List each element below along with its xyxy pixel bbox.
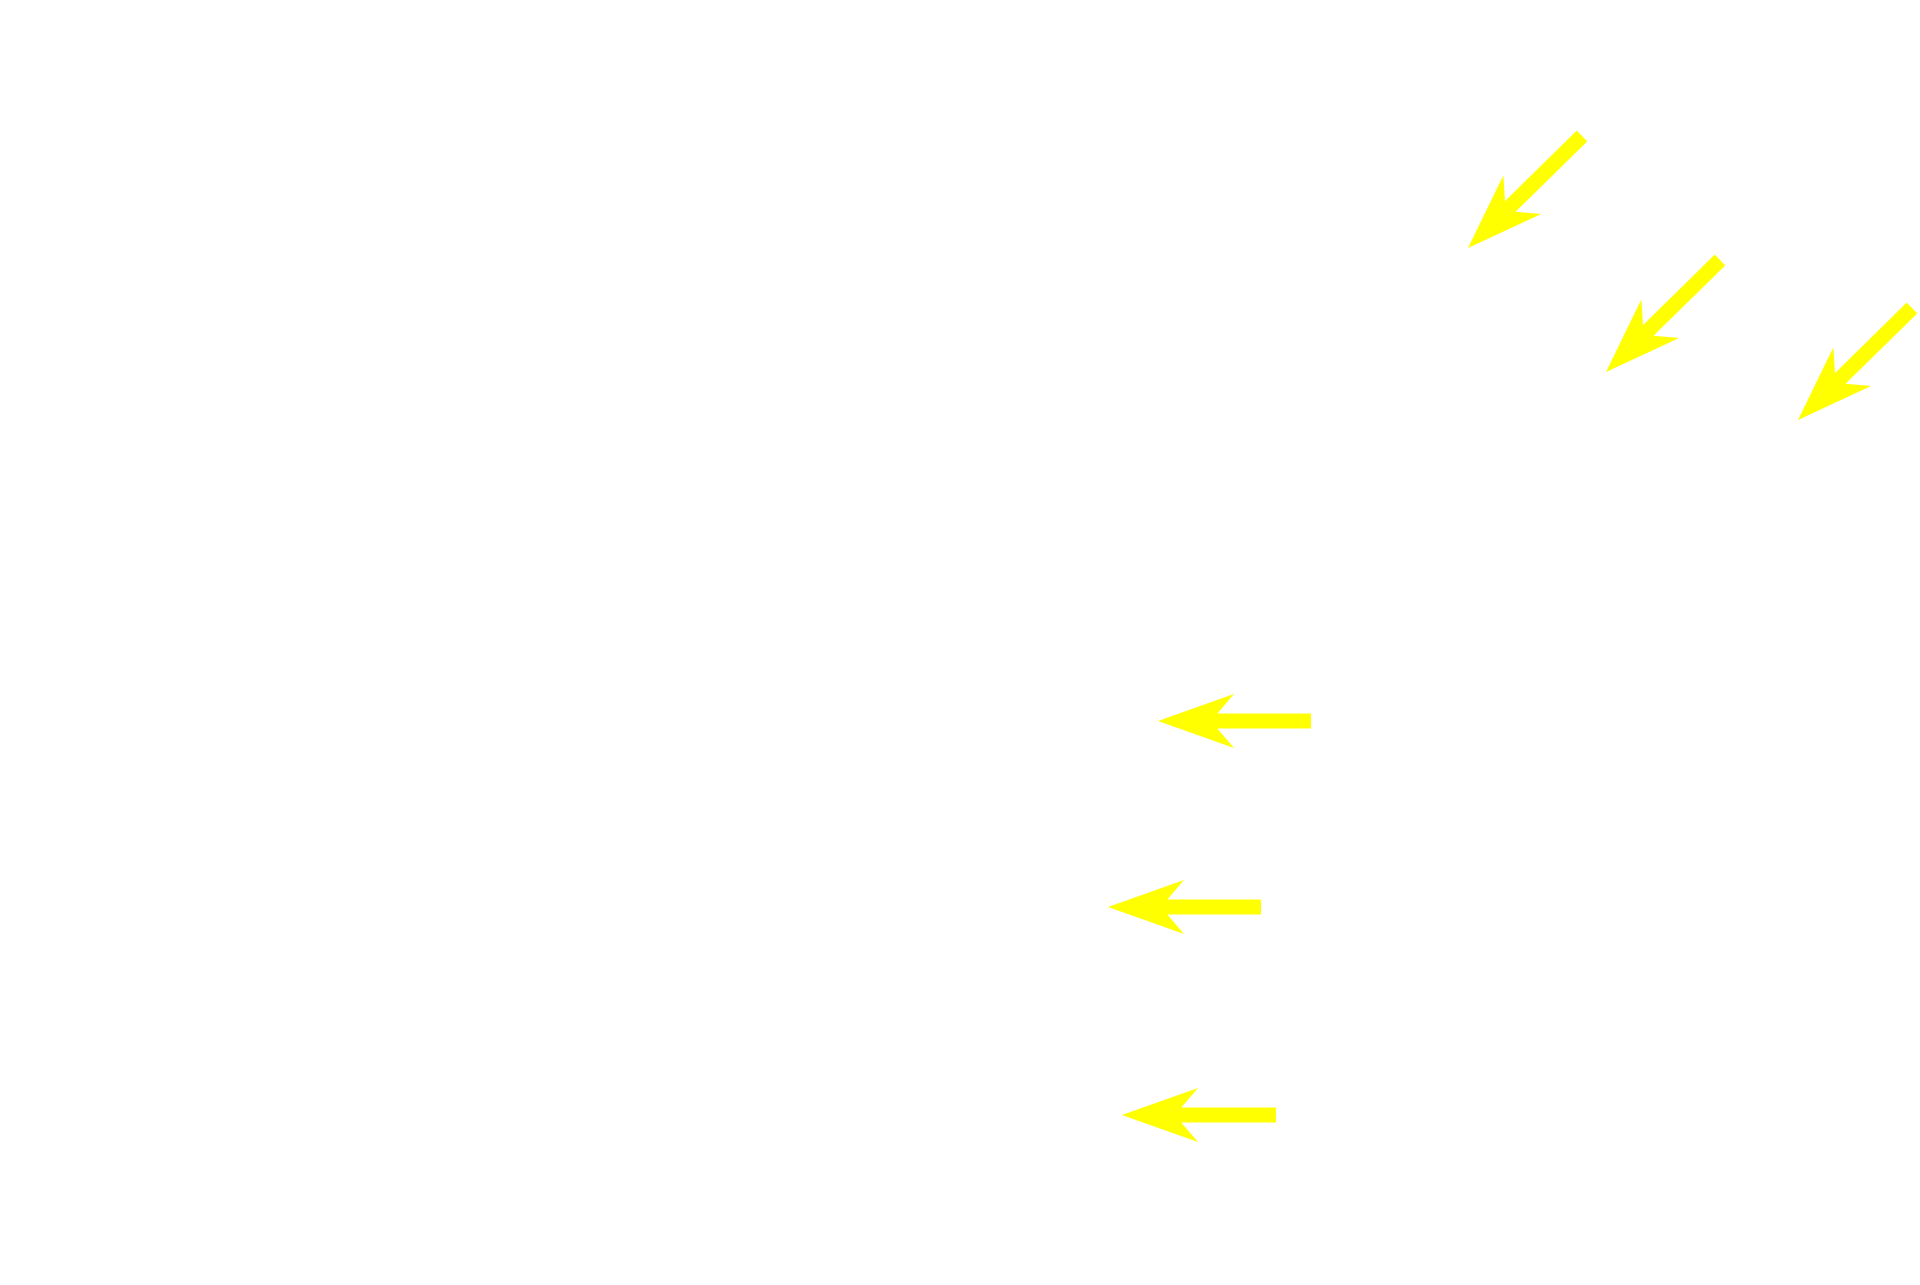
arrow-left-icon [1158, 694, 1311, 748]
arrow-down-left-icon [1468, 130, 1588, 248]
arrow-down-left-icon [1798, 302, 1918, 420]
arrow-left-icon [1108, 880, 1261, 934]
arrow-down-left-icon [1606, 254, 1726, 372]
arrow-left-icon [1122, 1088, 1276, 1142]
